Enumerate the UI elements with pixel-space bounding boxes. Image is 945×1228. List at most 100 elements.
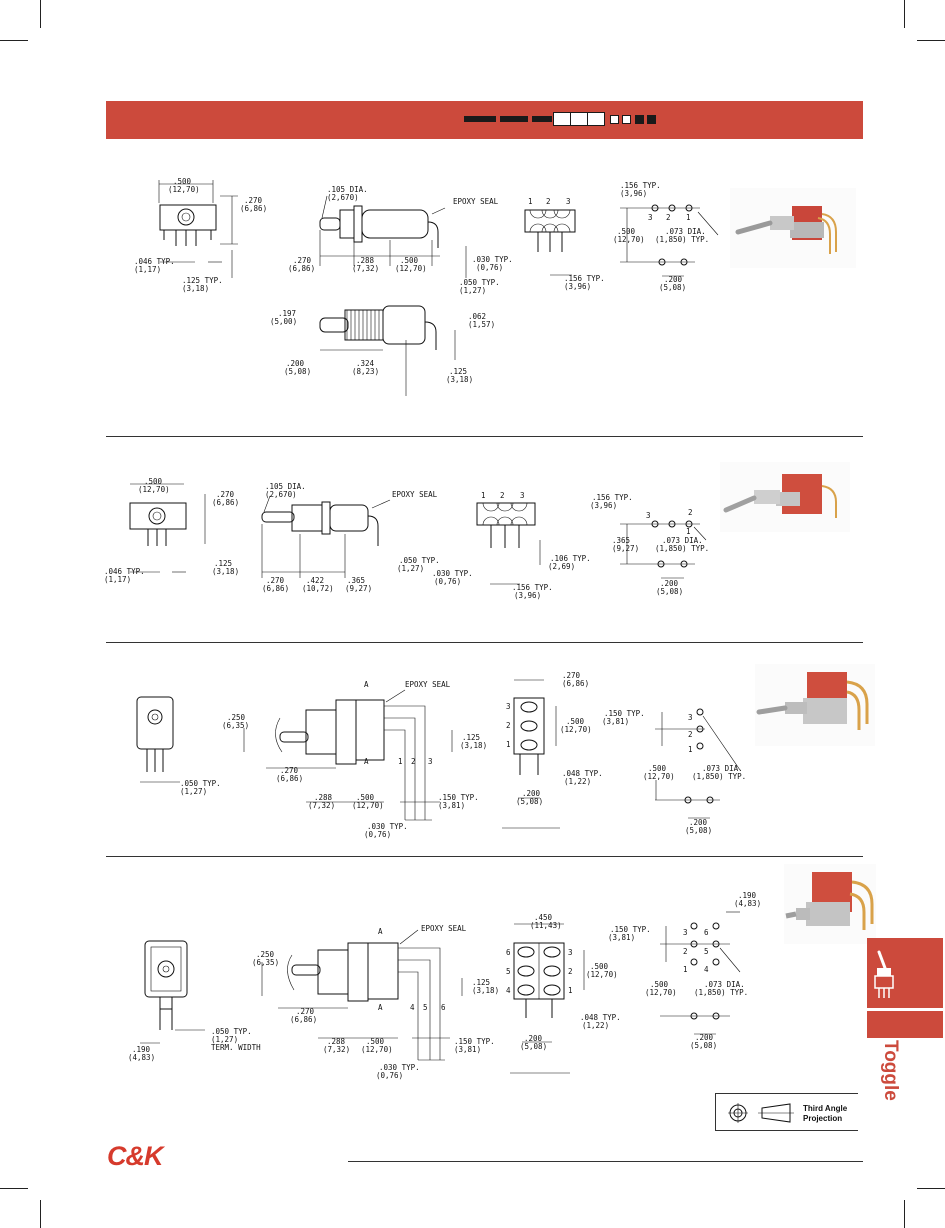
section-divider xyxy=(106,436,863,437)
dim-text: .106 TYP. xyxy=(550,554,591,563)
crop-mark xyxy=(917,1188,945,1189)
crop-mark xyxy=(904,1200,905,1228)
dim-text: (12,70) xyxy=(643,772,675,781)
pin-number: 1 xyxy=(686,527,691,536)
dim-text: .500 xyxy=(400,256,419,265)
dim-text: .250 xyxy=(256,950,275,959)
dim-text: .270 xyxy=(244,196,263,205)
dim-text: .073 DIA. xyxy=(665,227,706,236)
pin-number: 5 xyxy=(506,967,511,976)
dim-text: .050 TYP. xyxy=(211,1027,252,1036)
dim-text: (2,670) xyxy=(327,193,359,202)
projection-label: Third Angle Projection xyxy=(803,1104,847,1124)
product-photo-4 xyxy=(784,864,876,944)
dim-text: (3,18) xyxy=(446,375,473,384)
dim-text: .288 xyxy=(327,1037,346,1046)
pin-number: 2 xyxy=(546,197,551,206)
dim-text: .200 xyxy=(689,818,708,827)
category-label: Toggle xyxy=(880,1040,901,1101)
pin-number: 3 xyxy=(520,491,525,500)
crop-mark xyxy=(0,1188,28,1189)
dim-text: .500 xyxy=(617,227,636,236)
dim-text: .062 xyxy=(468,312,486,321)
dim-text: .150 TYP. xyxy=(604,709,645,718)
dim-text: (3,96) xyxy=(564,282,591,291)
dim-text: .270 xyxy=(562,671,581,680)
dim-text: .046 TYP. xyxy=(104,567,145,576)
dim-text: .125 TYP. xyxy=(182,276,223,285)
dimension-drawings: .500 (12,70) .270 (6,86) .046 TYP. (1,17… xyxy=(104,177,761,1080)
dim-text: (3,81) xyxy=(608,933,635,942)
dim-text: .073 DIA. xyxy=(662,536,703,545)
dim-text: (1,22) xyxy=(582,1021,609,1030)
dim-text: (12,70) xyxy=(168,185,200,194)
section-2-side-view: .105 DIA. (2,670) EPOXY SEAL .270 (6,86)… xyxy=(261,482,440,593)
dim-text: (6,86) xyxy=(288,264,315,273)
dim-text: (6,86) xyxy=(562,679,589,688)
dim-text: .050 TYP. xyxy=(399,556,440,565)
dim-text: (3,96) xyxy=(514,591,541,600)
dim-text: .365 xyxy=(347,576,365,585)
dim-text: .150 TYP. xyxy=(454,1037,495,1046)
dim-text: (3,96) xyxy=(590,501,617,510)
section-2-front-view: .500 (12,70) .270 (6,86) .125 (3,18) .04… xyxy=(104,477,239,584)
dim-text: (5,08) xyxy=(516,797,543,806)
dim-text: (12,70) xyxy=(560,725,592,734)
dim-text: .270 xyxy=(280,766,299,775)
dim-text: (7,32) xyxy=(323,1045,350,1054)
part-number-box xyxy=(570,112,588,126)
product-photo-2 xyxy=(720,462,850,532)
section-1-threaded-view: .197 (5,00) .062 (1,57) .200 (5,08) .324… xyxy=(270,305,495,396)
dim-text: (2,69) xyxy=(548,562,575,571)
pin-number: 2 xyxy=(683,947,688,956)
toggle-category-tab[interactable] xyxy=(867,938,943,1038)
pin-number: 2 xyxy=(568,967,573,976)
dim-text: .270 xyxy=(266,576,285,585)
pin-number: 3 xyxy=(506,702,511,711)
section-4-front-view: .050 TYP. (1,27) TERM. WIDTH .190 (4,83) xyxy=(128,940,261,1062)
dim-text: (1,27) xyxy=(180,787,207,796)
dim-text: (4,83) xyxy=(734,899,761,908)
pin-number: 3 xyxy=(568,948,573,957)
section-divider xyxy=(106,642,863,643)
pin-number: 1 xyxy=(683,965,688,974)
section-2-pcb-layout: .156 TYP. (3,96) 3 2 1 .365 (9,27) .073 … xyxy=(590,493,709,596)
dim-text: .200 xyxy=(286,359,305,368)
dim-text: (6,35) xyxy=(222,721,249,730)
dim-text: (6,86) xyxy=(262,584,289,593)
dim-text: .030 TYP. xyxy=(379,1063,420,1072)
dim-text: .270 xyxy=(296,1007,315,1016)
part-number-segment xyxy=(532,116,552,122)
dim-text: (1,850) TYP. xyxy=(655,235,709,244)
projection-label-line: Third Angle xyxy=(803,1104,848,1113)
dim-text: .073 DIA. xyxy=(702,764,743,773)
part-number-box xyxy=(622,115,631,124)
pin-number: 3 xyxy=(683,928,688,937)
dim-text: (7,32) xyxy=(352,264,379,273)
dim-text: .200 xyxy=(695,1033,714,1042)
dim-text: (12,70) xyxy=(645,988,677,997)
pin-number: 6 xyxy=(441,1003,446,1012)
pin-number: 5 xyxy=(704,947,709,956)
dim-text: .190 xyxy=(132,1045,151,1054)
section-4-side-view: A EPOXY SEAL .250 (6,35) .125 (3,18) A 4… xyxy=(252,924,499,1080)
dim-text: .048 TYP. xyxy=(580,1013,621,1022)
dim-text: .048 TYP. xyxy=(562,769,603,778)
dim-text: .200 xyxy=(660,579,679,588)
pin-number: 2 xyxy=(688,508,693,517)
dim-text: EPOXY SEAL xyxy=(453,197,499,206)
part-number-segment xyxy=(635,115,644,124)
dim-text: (5,08) xyxy=(520,1042,547,1051)
section-1-pcb-layout: .156 TYP. (3,96) 3 2 1 .500 (12,70) .073… xyxy=(613,181,719,292)
brand-logo[interactable]: C&K xyxy=(107,1141,163,1171)
dim-text: (5,08) xyxy=(284,367,311,376)
dim-text: (6,86) xyxy=(212,498,239,507)
dim-text: (5,08) xyxy=(685,826,712,835)
dim-text: (1,850) TYP. xyxy=(655,544,709,553)
part-number-box xyxy=(610,115,619,124)
dim-text: (1,27) xyxy=(211,1035,238,1044)
dim-text: (8,23) xyxy=(352,367,379,376)
dim-text: (3,96) xyxy=(620,189,647,198)
dim-text: .500 xyxy=(590,962,609,971)
dim-text: .250 xyxy=(227,713,246,722)
